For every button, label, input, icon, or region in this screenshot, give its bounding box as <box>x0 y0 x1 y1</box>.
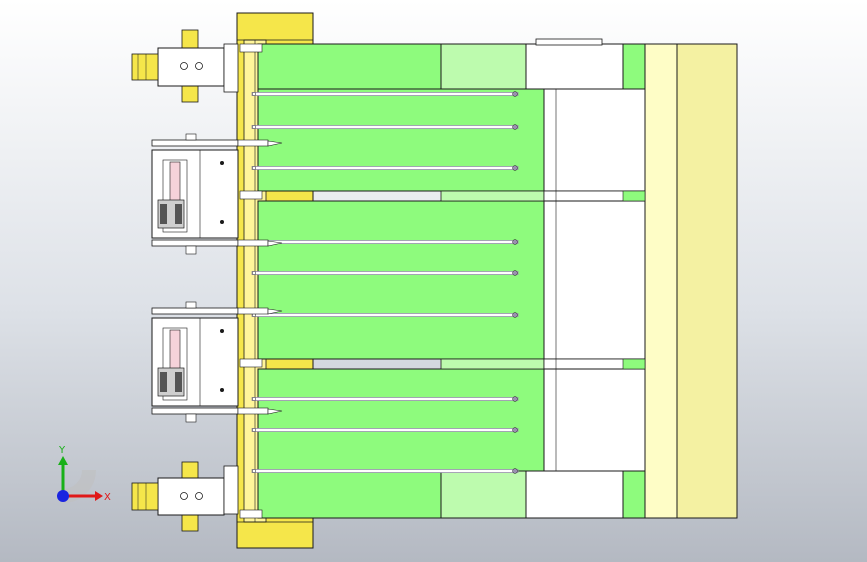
ejector-pin <box>251 124 519 130</box>
ejector-pin <box>251 270 519 276</box>
y-axis-label: Y <box>58 445 66 456</box>
ejector-pin <box>251 468 519 474</box>
cream-end-plates[interactable] <box>644 43 738 519</box>
side-cylinder-bottom[interactable] <box>131 461 239 532</box>
green-cavity-bars[interactable] <box>257 88 545 472</box>
x-axis-label: X <box>104 492 111 503</box>
ejector-pin <box>251 396 519 402</box>
z-axis-dot <box>57 490 69 502</box>
ejector-pin <box>251 91 519 97</box>
white-spacer-blocks[interactable] <box>543 88 646 472</box>
side-cylinder-top[interactable] <box>131 29 239 103</box>
ejector-pin <box>251 427 519 433</box>
ejector-pin <box>251 312 519 318</box>
ejector-pin <box>251 165 519 171</box>
ejector-pin <box>251 239 519 245</box>
plate-clamps <box>239 43 263 519</box>
cavity-section-bottom[interactable] <box>257 470 646 519</box>
cavity-section-top[interactable] <box>257 38 646 90</box>
slide-mechanism-upper[interactable] <box>151 133 283 255</box>
coordinate-triad: X Y <box>57 445 111 503</box>
slide-mechanism-lower[interactable] <box>151 301 283 423</box>
ejector-pins[interactable] <box>251 91 519 474</box>
